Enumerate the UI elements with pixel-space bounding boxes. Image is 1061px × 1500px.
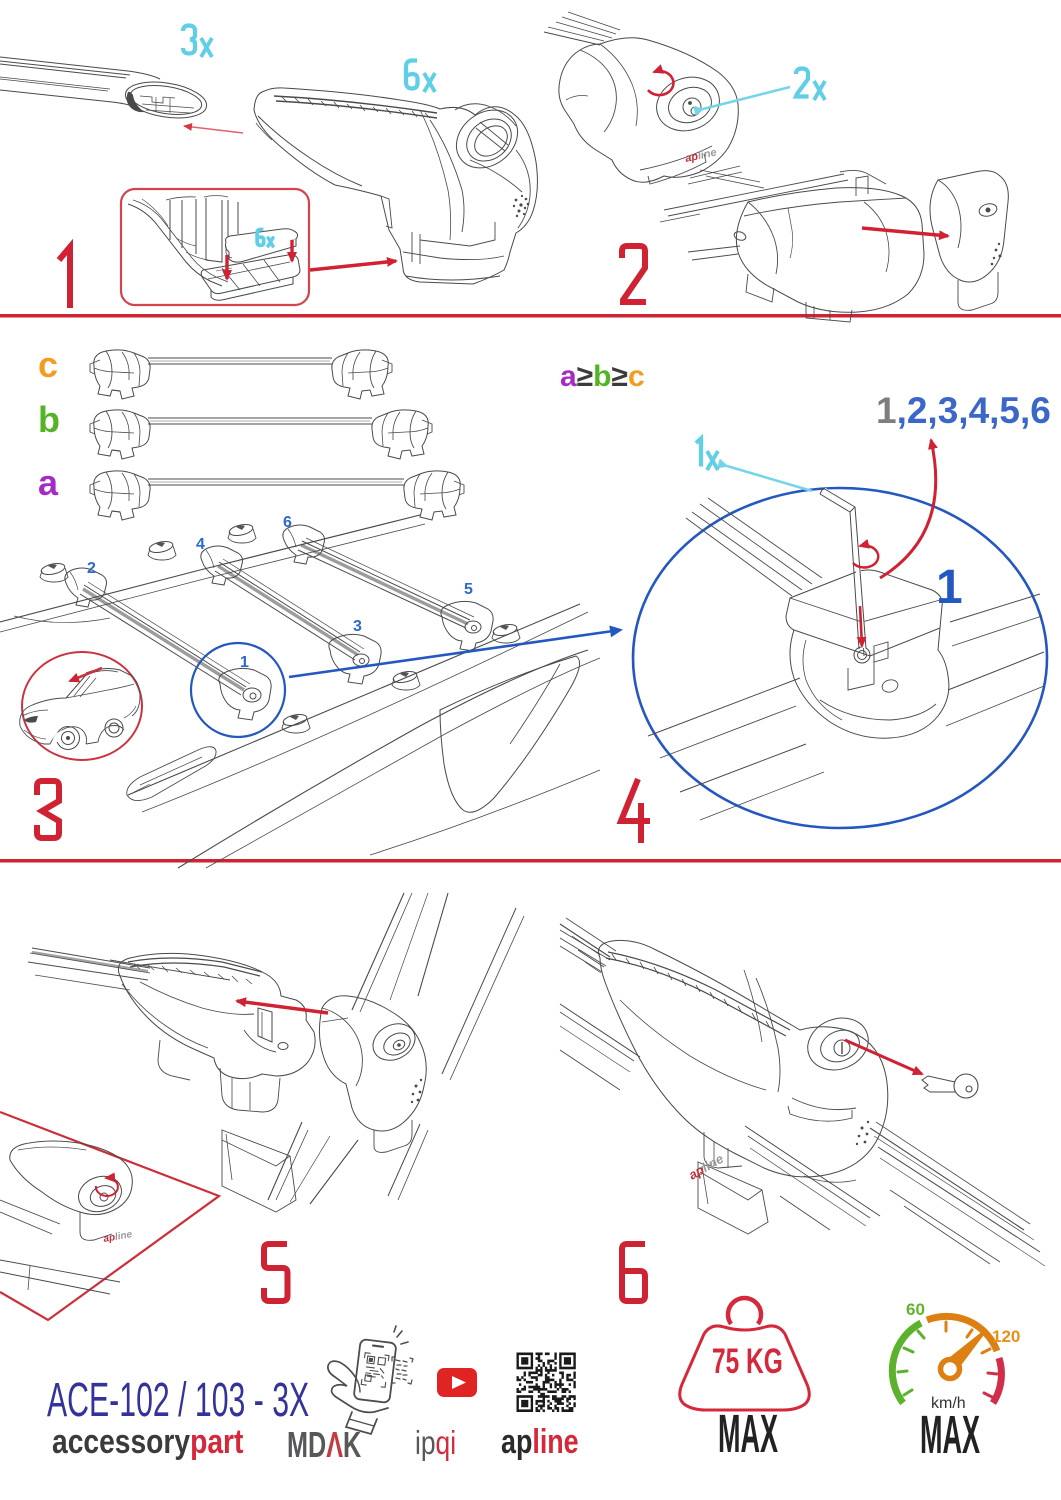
svg-text:apline: apline (103, 1229, 134, 1245)
svg-text:apline: apline (686, 1151, 726, 1183)
svg-text:apline: apline (684, 147, 718, 165)
